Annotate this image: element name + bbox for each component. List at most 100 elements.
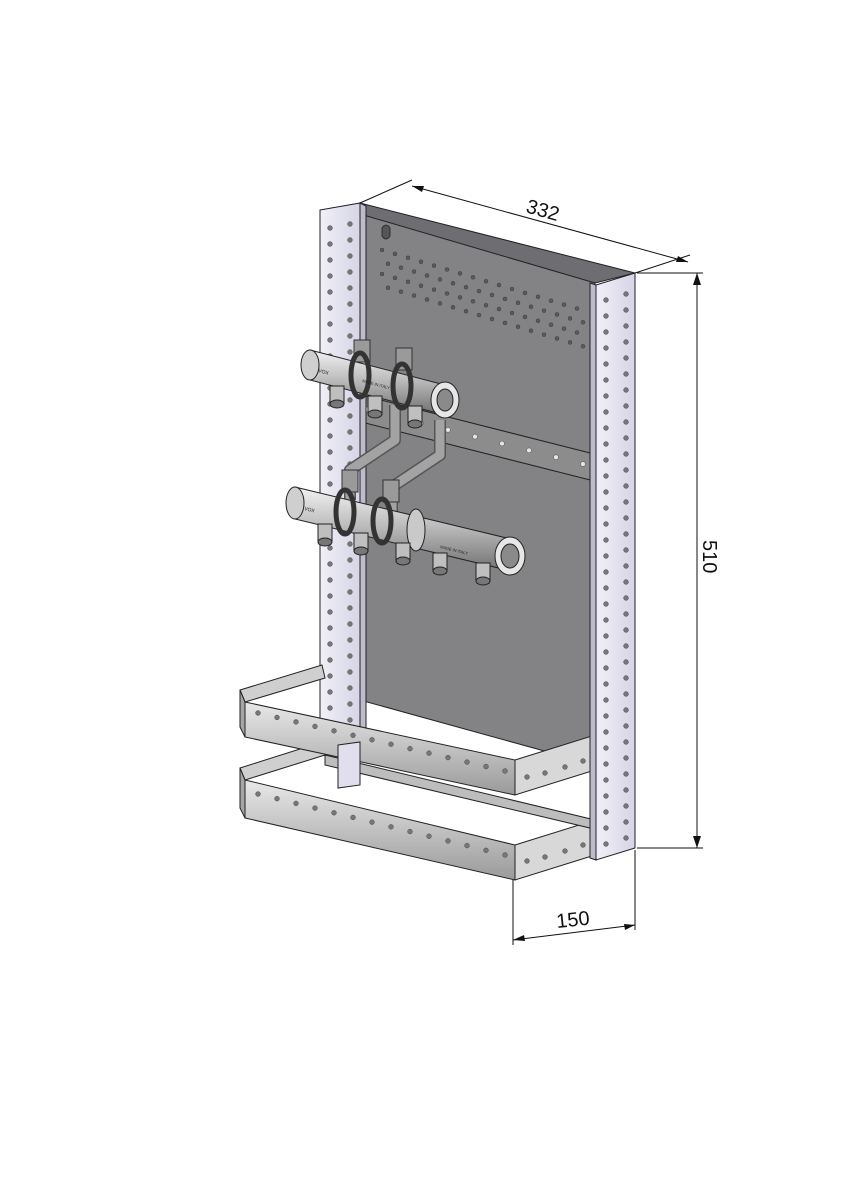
rail-hole	[445, 427, 451, 433]
vent-hole	[463, 285, 469, 290]
left-rail-hole	[327, 657, 333, 663]
right-rail-hole	[603, 665, 609, 671]
frame-hole	[524, 774, 530, 780]
upper-manifold-outlets	[329, 385, 423, 429]
left-rail-hole	[347, 621, 353, 627]
vent-hole	[580, 320, 586, 325]
bottom-frame	[239, 741, 596, 881]
frame-hole	[312, 805, 318, 811]
right-rail-hole	[603, 377, 609, 383]
vent-hole	[437, 277, 443, 282]
vent-hole	[424, 273, 430, 278]
right-rail-hole	[603, 745, 609, 751]
rail-hole	[526, 447, 532, 453]
frame-hole	[464, 843, 470, 849]
left-rail-hole	[347, 653, 353, 659]
frame-hole	[502, 852, 508, 858]
right-rail-hole	[603, 825, 609, 831]
vent-hole	[405, 279, 411, 284]
right-rail-hole	[623, 691, 629, 697]
vent-hole	[483, 303, 489, 308]
right-rail-hole	[603, 585, 609, 591]
right-rail-hole	[623, 403, 629, 409]
height-dimension: 510	[637, 272, 720, 849]
left-rail-hole	[327, 625, 333, 631]
vent-hole	[554, 336, 560, 341]
vent-hole	[561, 326, 567, 331]
frame-hole	[580, 758, 586, 764]
vent-hole	[437, 301, 443, 306]
upper-frame	[239, 664, 596, 796]
right-rail-hole	[603, 329, 609, 335]
left-rail-hole	[347, 717, 353, 723]
vent-hole	[463, 309, 469, 314]
vent-hole	[431, 263, 437, 268]
frame-hole	[255, 710, 261, 716]
frame-hole	[524, 858, 530, 864]
vent-hole	[580, 344, 586, 349]
left-rail-hole	[347, 637, 353, 643]
lower-manifold-outlets	[317, 523, 491, 586]
vent-hole	[405, 255, 411, 260]
left-rail-hole	[347, 605, 353, 611]
frame-hole	[483, 763, 489, 770]
left-rail-hole	[327, 433, 333, 439]
left-rail-hole	[327, 561, 333, 567]
vent-hole	[496, 282, 502, 288]
right-rail-hole	[623, 515, 629, 521]
vent-hole	[515, 300, 521, 305]
upper-manifold-brand-mark: VOX	[317, 368, 329, 377]
frame-hole	[312, 723, 318, 729]
frame-hole	[502, 768, 508, 774]
vent-hole	[489, 292, 495, 298]
left-rail-hole	[327, 481, 333, 487]
left-rail-hole	[327, 465, 333, 471]
left-rail-hole	[347, 237, 353, 243]
left-rail-hole	[347, 669, 353, 675]
vent-hole	[392, 275, 398, 281]
right-rail-hole	[603, 361, 609, 367]
right-rail-hole	[623, 643, 629, 649]
right-rail-hole	[623, 723, 629, 729]
height-dimension-label: 510	[698, 540, 720, 573]
frame-hole	[542, 770, 548, 776]
right-rail-hole	[623, 291, 629, 297]
vent-hole	[567, 316, 573, 321]
right-rail-hole	[623, 499, 629, 505]
right-rail-hole	[623, 483, 629, 489]
frame-hole	[445, 755, 451, 761]
right-rail-hole	[603, 841, 609, 847]
vent-hole	[489, 316, 495, 322]
frame-hole	[562, 764, 568, 770]
lower-manifold-brand-mark: VOX	[304, 506, 316, 515]
vent-hole	[398, 289, 404, 294]
right-rail-hole	[603, 425, 609, 431]
right-rail-hole	[623, 803, 629, 809]
hanging-slot	[381, 224, 391, 240]
vent-hole	[385, 285, 391, 290]
vent-hole	[379, 247, 385, 253]
right-rail-hole	[623, 339, 629, 345]
vent-hole	[528, 304, 534, 309]
left-rail-hole	[347, 221, 353, 227]
vent-hole	[554, 312, 560, 317]
width-dimension-label: 332	[524, 196, 562, 226]
upper-manifold: VOX MADE IN ITALY	[300, 349, 460, 429]
right-rail-hole	[623, 675, 629, 681]
vent-hole	[567, 340, 573, 345]
vent-hole	[444, 291, 450, 296]
frame-hole	[388, 824, 394, 830]
right-rail-hole	[623, 355, 629, 361]
right-rail-hole	[603, 457, 609, 463]
left-rail-hole	[347, 701, 353, 707]
left-rail-leg	[337, 741, 361, 789]
left-rail-hole	[327, 321, 333, 327]
right-rail-hole	[623, 771, 629, 777]
right-rail-hole	[603, 681, 609, 687]
left-rail-hole	[347, 685, 353, 691]
vent-hole	[522, 314, 528, 320]
frame-hole	[426, 750, 432, 756]
right-rail-hole	[603, 441, 609, 447]
frame-hole	[464, 759, 470, 765]
frame-hole	[274, 796, 280, 802]
